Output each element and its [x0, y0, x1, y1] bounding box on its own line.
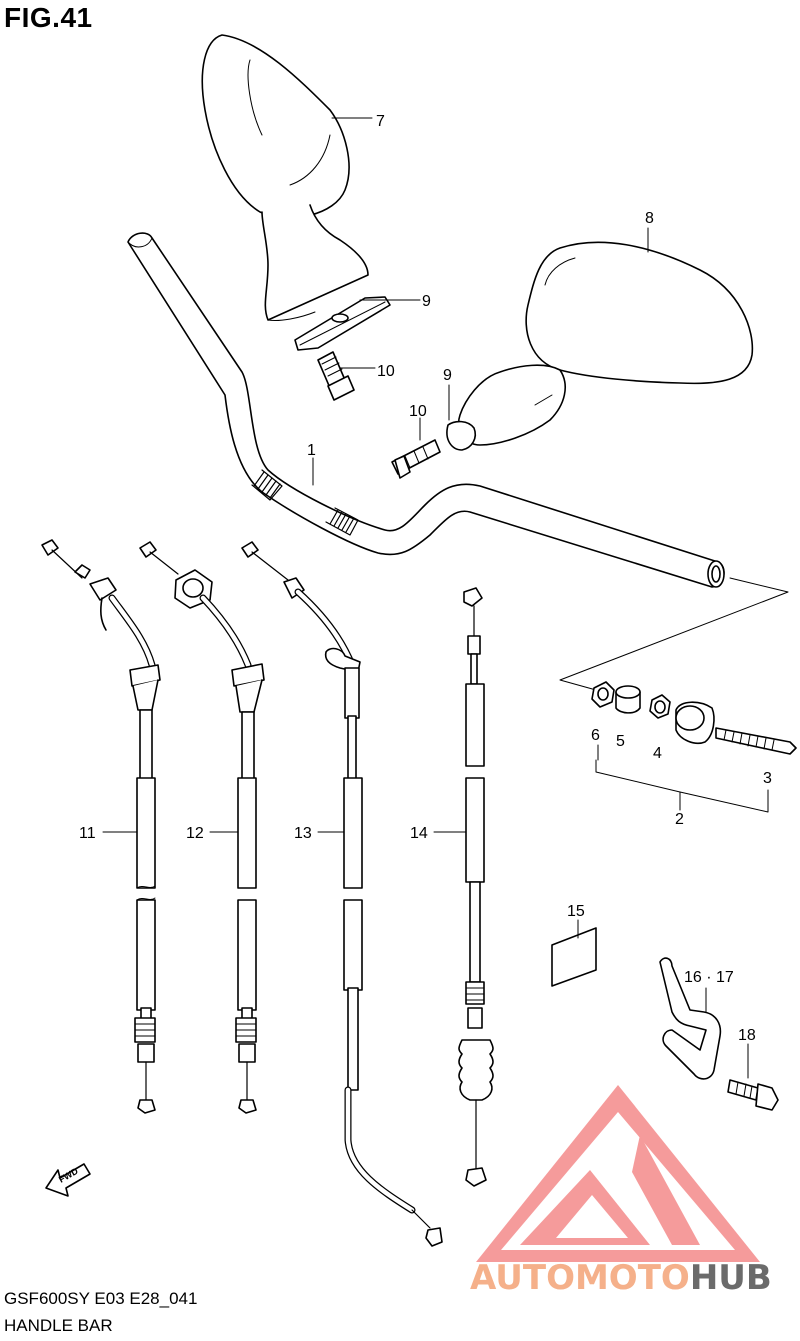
callout-16-17: 16 · 17 [684, 969, 734, 986]
callout-6: 6 [591, 727, 600, 744]
watermark-text-b: HUB [689, 1258, 772, 1298]
callout-7: 7 [376, 113, 385, 130]
callout-1: 1 [307, 442, 316, 459]
fwd-arrow-icon: FWD [45, 1163, 91, 1197]
choke-cable-14 [458, 587, 494, 1187]
callout-13: 13 [294, 825, 312, 842]
callout-9-upper: 9 [422, 293, 431, 310]
clutch-cable-13 [241, 541, 443, 1247]
callout-18: 18 [738, 1027, 756, 1044]
callout-4: 4 [653, 745, 662, 762]
callout-10-upper: 10 [377, 363, 395, 380]
callout-3: 3 [763, 770, 772, 787]
cable-clamp-16-17 [659, 957, 722, 1080]
throttle-cable-12 [139, 541, 265, 1114]
bolt-lower [391, 439, 441, 479]
section-name: HANDLE BAR [4, 1316, 113, 1335]
figure-title: FIG.41 [4, 2, 93, 33]
mirror-left [201, 34, 369, 321]
callout-2: 2 [675, 811, 684, 828]
watermark-logo-icon [476, 1085, 760, 1262]
callout-numbers: 1 2 3 4 5 6 7 8 9 9 10 10 11 12 13 14 15… [79, 113, 772, 1044]
mirror-adapter-upper [294, 296, 391, 351]
callout-11: 11 [79, 825, 96, 842]
handlebar [127, 232, 725, 588]
label-sticker-15 [551, 927, 597, 987]
callout-9-lower: 9 [443, 367, 452, 384]
mirror-right [446, 241, 754, 451]
assembly-guide-lines [559, 577, 789, 691]
model-code: GSF600SY E03 E28_041 [4, 1289, 198, 1308]
callout-5: 5 [616, 733, 625, 750]
watermark-text: AUTOMOTOHUB [470, 1258, 772, 1298]
callout-10-lower: 10 [409, 403, 427, 420]
bolt-upper [317, 351, 355, 401]
watermark-text-a: AUTOMOTO [470, 1258, 690, 1298]
callout-14: 14 [410, 825, 428, 842]
bar-end-weight-assembly [591, 681, 797, 813]
callout-12: 12 [186, 825, 204, 842]
bolt-18 [727, 1079, 779, 1111]
callout-15: 15 [567, 903, 585, 920]
throttle-cable-11 [41, 539, 161, 1114]
callout-8: 8 [645, 210, 654, 227]
leader-lines [102, 117, 769, 1079]
